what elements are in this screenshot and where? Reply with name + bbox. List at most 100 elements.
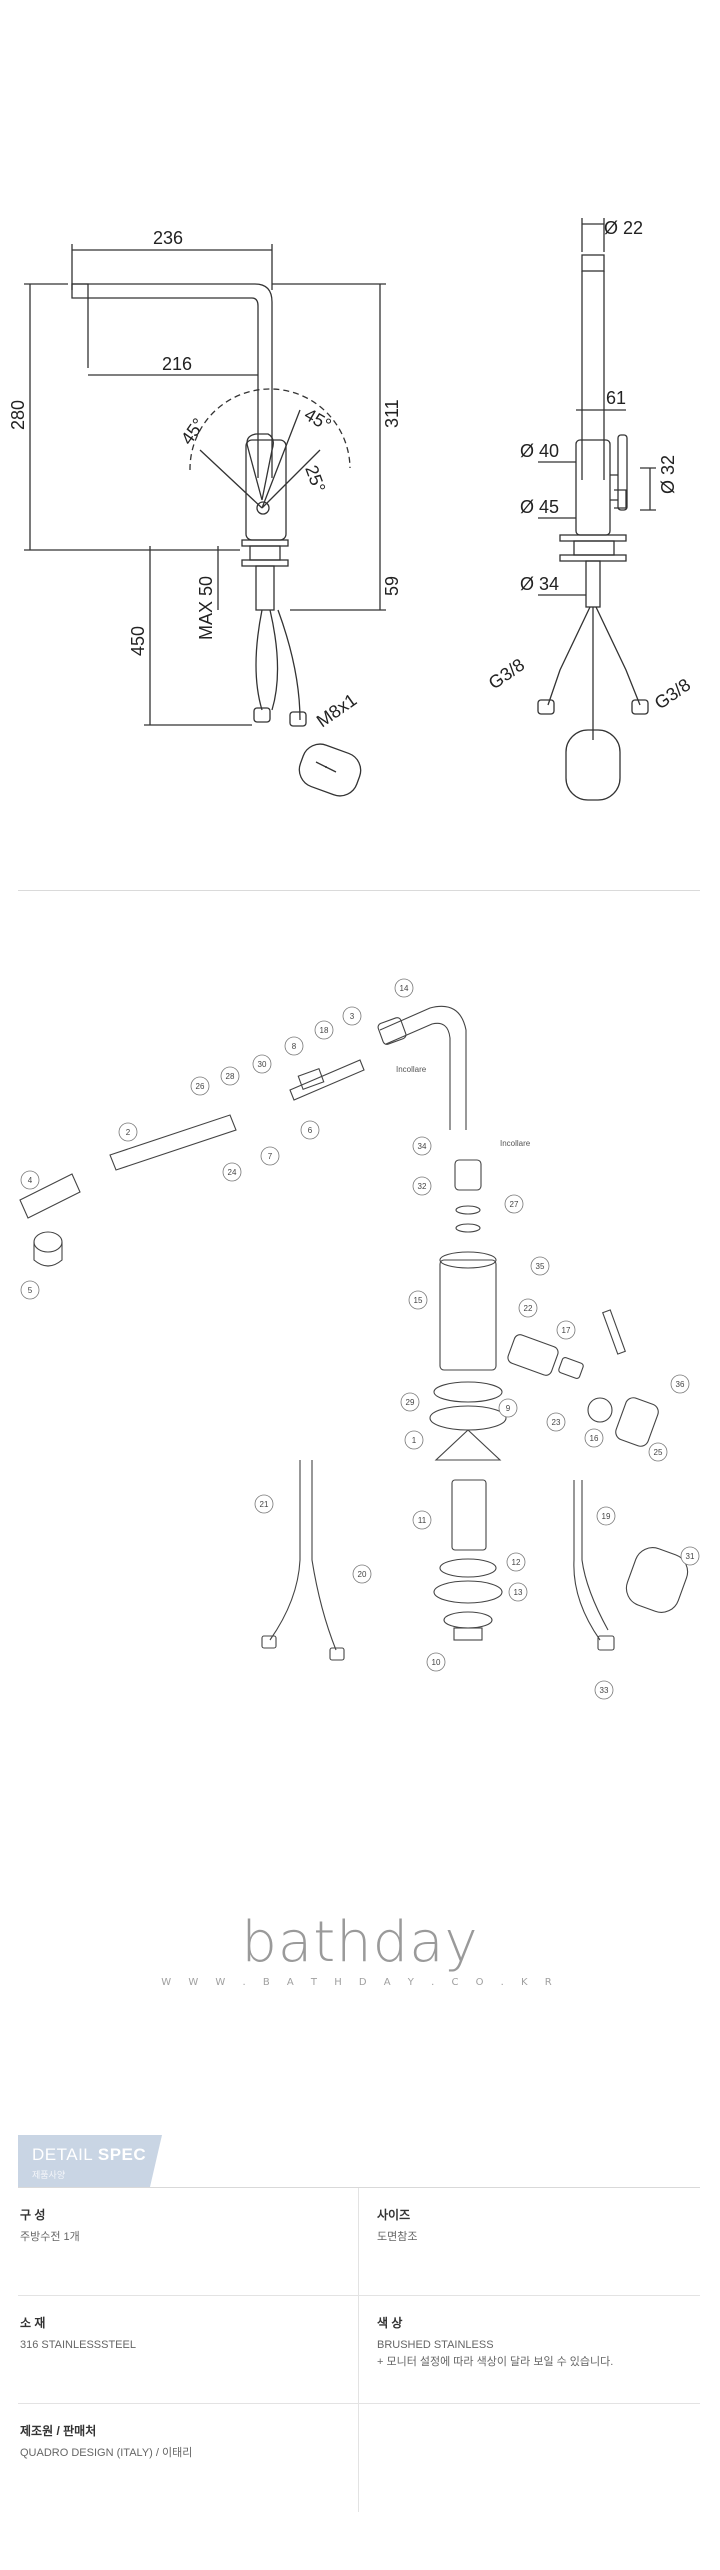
part-callout-label: 34 — [418, 1142, 427, 1151]
detail-spec-title: DETAIL SPEC — [32, 2145, 147, 2164]
part-callout-circle — [252, 1054, 272, 1074]
part-callout-circle — [648, 1442, 668, 1462]
part-callout-label: 5 — [28, 1286, 33, 1295]
dim-dia-top: Ø 22 — [604, 218, 643, 238]
dim-width-top: 236 — [153, 228, 183, 248]
part-callout-circle — [284, 1036, 304, 1056]
part-callout-circle — [530, 1256, 550, 1276]
part-callout-circle — [426, 1652, 446, 1672]
incollare-label-1: Incollare — [396, 1065, 427, 1074]
dim-spout-reach: 216 — [162, 354, 192, 374]
part-callout-label: 18 — [320, 1026, 329, 1035]
spec-grid: 구 성 주방수전 1개 사이즈 도면참조 소 재 316 STAINLESSST… — [18, 2188, 700, 2512]
part-callout-label: 19 — [602, 1512, 611, 1521]
dim-connection-left: G3/8 — [485, 655, 528, 694]
part-callout-label: 24 — [228, 1168, 237, 1177]
part-callout-circle — [518, 1298, 538, 1318]
part-callout-circle — [222, 1162, 242, 1182]
part-callout-label: 1 — [412, 1436, 417, 1445]
part-callout-label: 9 — [506, 1404, 511, 1413]
part-callout-label: 7 — [268, 1152, 273, 1161]
dim-width-lever: 61 — [606, 388, 626, 408]
part-callout-circle — [220, 1066, 240, 1086]
part-callout-circle — [508, 1582, 528, 1602]
dim-angle-lever: 25° — [301, 463, 329, 495]
dimension-svg: 236 216 280 311 45° 45° 25° 59 MAX 50 45… — [8, 218, 694, 801]
part-callout-circle — [400, 1392, 420, 1412]
dim-thread: M8x1 — [313, 690, 361, 732]
detail-spec-tab: DETAIL SPEC 제품사양 — [18, 2135, 162, 2187]
detail-spec-subtitle: 제품사양 — [32, 2170, 66, 2180]
part-callout-label: 25 — [654, 1448, 663, 1457]
dim-angle-right: 45° — [301, 404, 335, 435]
part-callout-circle — [556, 1320, 576, 1340]
part-callout-label: 14 — [400, 984, 409, 993]
part-callout-label: 11 — [418, 1516, 427, 1525]
spec-item-material: 소 재 316 STAINLESSSTEEL — [18, 2296, 358, 2404]
part-callout-label: 4 — [28, 1176, 33, 1185]
part-callout-label: 28 — [226, 1072, 235, 1081]
part-callout-label: 8 — [292, 1042, 297, 1051]
dimension-drawing: 236 216 280 311 45° 45° 25° 59 MAX 50 45… — [0, 200, 720, 820]
dim-dia-body: Ø 40 — [520, 441, 559, 461]
spec-top-line — [18, 2187, 700, 2188]
part-callout-circle — [394, 978, 414, 998]
part-callout-circle — [680, 1546, 700, 1566]
spec-item-composition: 구 성 주방수전 1개 — [18, 2188, 358, 2296]
part-callout-circle — [314, 1020, 334, 1040]
part-callout-label: 36 — [676, 1380, 685, 1389]
part-callout-circle — [584, 1428, 604, 1448]
part-callout-label: 20 — [358, 1570, 367, 1579]
part-callout-label: 23 — [552, 1418, 561, 1427]
exploded-svg: Incollare Incollare 12345678910111213141… — [19, 978, 700, 1700]
dim-hose-length: 450 — [128, 626, 148, 656]
dim-connection-right: G3/8 — [651, 675, 694, 714]
part-callout-label: 16 — [590, 1434, 599, 1443]
brand-logo: bathday — [241, 1910, 479, 1975]
dim-total-height: 311 — [382, 399, 402, 428]
part-callout-circle — [300, 1120, 320, 1140]
part-callout-circle — [118, 1122, 138, 1142]
part-callout-label: 15 — [414, 1296, 423, 1305]
part-callout-circle — [20, 1170, 40, 1190]
part-callout-circle — [352, 1564, 372, 1584]
part-callout-label: 31 — [686, 1552, 695, 1561]
part-callout-circle — [670, 1374, 690, 1394]
part-callout-label: 27 — [510, 1200, 519, 1209]
part-callout-circle — [546, 1412, 566, 1432]
part-callout-label: 10 — [432, 1658, 441, 1667]
part-callout-circle — [594, 1680, 614, 1700]
part-callout-circle — [254, 1494, 274, 1514]
part-callout-label: 6 — [308, 1126, 313, 1135]
part-callout-circle — [260, 1146, 280, 1166]
part-callout-circle — [412, 1176, 432, 1196]
brand-url: W W W . B A T H D A Y . C O . K R — [161, 1977, 559, 1988]
part-callout-label: 21 — [260, 1500, 269, 1509]
dim-dia-base: Ø 45 — [520, 497, 559, 517]
part-callout-circle — [20, 1280, 40, 1300]
dim-dia-lever: Ø 32 — [658, 455, 678, 494]
part-callout-circle — [506, 1552, 526, 1572]
part-callout-label: 3 — [350, 1012, 355, 1021]
part-callout-label: 17 — [562, 1326, 571, 1335]
part-callout-label: 12 — [512, 1558, 521, 1567]
part-callout-label: 2 — [126, 1128, 131, 1137]
part-callout-label: 30 — [258, 1060, 267, 1069]
section-divider — [18, 890, 700, 891]
part-callout-label: 35 — [536, 1262, 545, 1271]
part-callouts: 1234567891011121314151617181920212223242… — [20, 978, 700, 1700]
part-callout-label: 22 — [524, 1304, 533, 1313]
incollare-label-2: Incollare — [500, 1139, 531, 1148]
part-callout-circle — [342, 1006, 362, 1026]
part-callout-label: 32 — [418, 1182, 427, 1191]
spec-item-size: 사이즈 도면참조 — [358, 2188, 700, 2296]
dim-angle-left: 45° — [177, 415, 209, 449]
spec-item-manufacturer: 제조원 / 판매처 QUADRO DESIGN (ITALY) / 이태리 — [20, 2424, 193, 2459]
brand-block: bathday W W W . B A T H D A Y . C O . K … — [0, 1910, 720, 1988]
part-callout-circle — [412, 1136, 432, 1156]
part-callout-circle — [596, 1506, 616, 1526]
spec-item-empty — [358, 2404, 700, 2512]
part-callout-circle — [408, 1290, 428, 1310]
part-callout-label: 26 — [196, 1082, 205, 1091]
